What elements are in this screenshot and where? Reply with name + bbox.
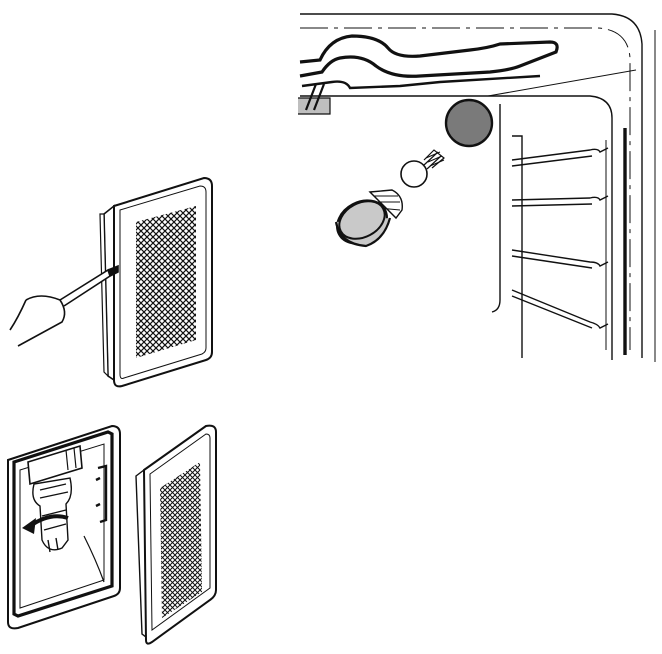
lamp-glass-cap [334,189,403,248]
oven-side-panel [491,104,501,313]
oven-lamp-bulb [400,149,445,188]
grill-heating-element [299,34,559,90]
heater-terminals [304,83,326,111]
oven-interior-figure [298,13,656,362]
oven-lamp-cover [444,98,494,148]
heater-bracket [298,97,331,115]
shelf-runners [511,135,609,358]
grille-mesh [136,206,196,358]
housing-clips [95,464,108,524]
oven-cavity-outline [300,13,643,358]
rotation-arrow-icon [22,514,69,534]
lamp-housing [27,444,83,486]
oven-back-wall [300,95,613,360]
oven-back-edge [487,69,637,97]
grille-mesh-removed [160,462,202,618]
lamp-bulb [32,477,73,553]
oven-cavity-inner-outline [300,27,631,350]
screwdriver [9,264,119,347]
side-lamp-figure [7,424,217,645]
cover-prying-figure [9,176,213,388]
